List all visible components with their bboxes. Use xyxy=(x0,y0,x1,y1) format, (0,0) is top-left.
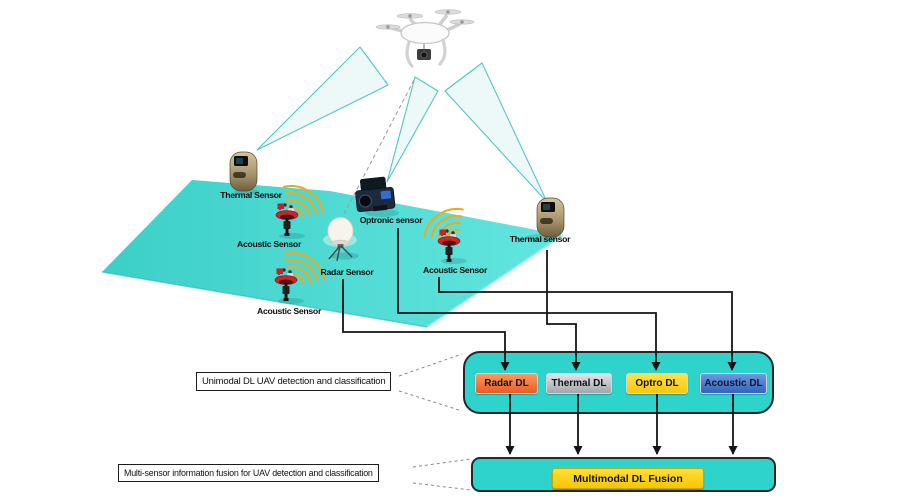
acoustic-sensor-1-label: Acoustic Sensor xyxy=(236,239,302,249)
fusion-connectors xyxy=(505,393,738,455)
thermal-sensor-left-label: Thermal Sensor xyxy=(220,190,282,200)
optro-dl-box: Optro DL xyxy=(626,373,688,394)
optro-dl-label: Optro DL xyxy=(635,378,679,389)
thermal-sensor-right-label: Thermal sensor xyxy=(509,234,571,244)
radar-sensor-label: Radar Sensor xyxy=(320,267,374,277)
radar-dl-box: Radar DL xyxy=(475,373,538,394)
connector-thermal xyxy=(546,250,581,371)
caption-leader-lines xyxy=(398,353,472,491)
multimodal-fusion-box: Multimodal DL Fusion xyxy=(552,468,704,489)
thermal-dl-box: Thermal DL xyxy=(546,373,612,394)
multimodal-fusion-label: Multimodal DL Fusion xyxy=(573,472,683,485)
thermal-sensor-left-icon xyxy=(229,151,258,192)
ground-plane xyxy=(102,180,563,327)
ground-edge-shade xyxy=(101,271,428,328)
connector-optronic xyxy=(397,228,661,371)
acoustic-sensor-3-label: Acoustic Sensor xyxy=(422,265,488,275)
fusion-caption-box: Multi-sensor information fusion for UAV … xyxy=(118,464,379,482)
radar-dl-label: Radar DL xyxy=(484,378,529,389)
unimodal-caption-box: Unimodal DL UAV detection and classifica… xyxy=(196,372,392,391)
acoustic-sensor-2-label: Acoustic Sensor xyxy=(256,306,322,316)
acoustic-dl-label: Acoustic DL xyxy=(704,378,763,389)
unimodal-caption: Unimodal DL UAV detection and classifica… xyxy=(202,376,386,387)
sound-wave-acoustic-2 xyxy=(284,252,326,285)
beam-cone-thermal-right xyxy=(444,62,548,203)
connector-acoustic xyxy=(438,277,737,371)
beam-cone-thermal-left xyxy=(256,46,389,151)
thermal-dl-label: Thermal DL xyxy=(551,378,607,389)
uav-drone-icon xyxy=(375,9,475,68)
optronic-sensor-icon xyxy=(355,176,396,212)
acoustic-dl-box: Acoustic DL xyxy=(700,373,767,394)
thermal-sensor-right-icon xyxy=(536,197,565,238)
fusion-caption: Multi-sensor information fusion for UAV … xyxy=(124,468,373,478)
unimodal-container xyxy=(463,351,774,414)
ground-edge-highlight xyxy=(426,234,564,328)
optronic-sensor-label: Optronic sensor xyxy=(359,215,423,225)
radar-sensor-icon xyxy=(323,217,357,262)
detection-beam-cones xyxy=(256,46,548,203)
connector-radar xyxy=(342,279,510,371)
beam-cone-optronic xyxy=(386,76,439,183)
sensor-connectors xyxy=(342,228,737,371)
